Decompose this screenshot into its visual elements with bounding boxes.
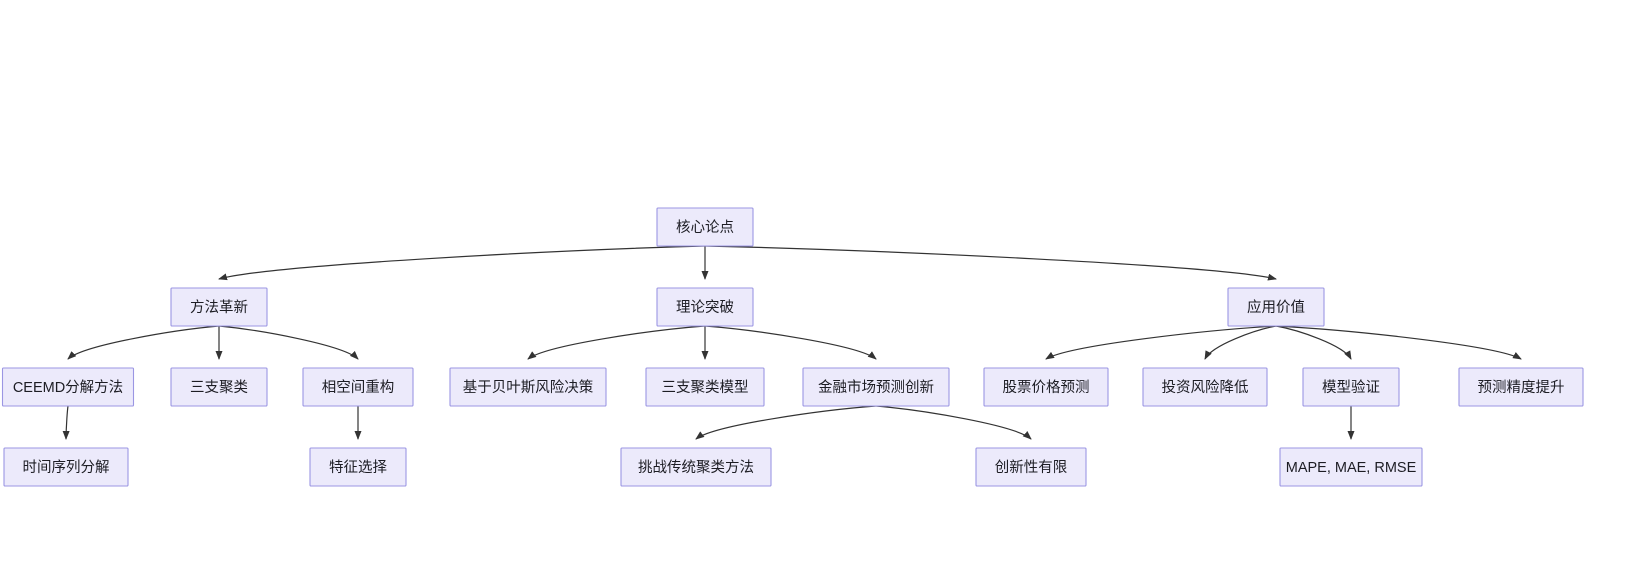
node-label: 特征选择 <box>329 459 387 476</box>
node-n2[interactable]: 理论突破 <box>656 287 754 327</box>
node-n5[interactable]: 三支聚类 <box>170 367 268 407</box>
node-n4[interactable]: CEEMD分解方法 <box>1 367 135 407</box>
node-label: 股票价格预测 <box>1003 379 1090 396</box>
edge-n3-to-n11 <box>1204 325 1277 360</box>
node-box[interactable] <box>170 287 268 327</box>
node-label: 创新性有限 <box>995 459 1068 476</box>
edge-n1-to-n6 <box>218 325 359 360</box>
node-n14[interactable]: 时间序列分解 <box>3 447 129 487</box>
node-box[interactable] <box>449 367 607 407</box>
node-box[interactable] <box>802 367 950 407</box>
node-n3[interactable]: 应用价值 <box>1227 287 1325 327</box>
node-box[interactable] <box>1302 367 1400 407</box>
edge-n3-to-n12 <box>1275 325 1352 360</box>
node-n12[interactable]: 模型验证 <box>1302 367 1400 407</box>
node-n18[interactable]: MAPE, MAE, RMSE <box>1279 447 1423 487</box>
edge-n4-to-n14 <box>62 405 70 440</box>
node-box[interactable] <box>1227 287 1325 327</box>
node-label: 核心论点 <box>676 219 734 236</box>
node-n7[interactable]: 基于贝叶斯风险决策 <box>449 367 607 407</box>
node-n0[interactable]: 核心论点 <box>656 207 754 247</box>
edge-layer <box>62 245 1522 440</box>
node-n17[interactable]: 创新性有限 <box>975 447 1087 487</box>
node-n1[interactable]: 方法革新 <box>170 287 268 327</box>
node-label: 方法革新 <box>190 299 248 316</box>
edge-n2-to-n9 <box>704 325 877 360</box>
node-n13[interactable]: 预测精度提升 <box>1458 367 1584 407</box>
node-box[interactable] <box>170 367 268 407</box>
node-n6[interactable]: 相空间重构 <box>302 367 414 407</box>
node-label: 模型验证 <box>1322 379 1380 396</box>
node-n8[interactable]: 三支聚类模型 <box>645 367 765 407</box>
node-box[interactable] <box>1142 367 1268 407</box>
edge-n3-to-n13 <box>1275 325 1522 360</box>
edge-n2-to-n7 <box>527 325 706 360</box>
node-box[interactable] <box>3 447 129 487</box>
node-box[interactable] <box>620 447 772 487</box>
node-n16[interactable]: 挑战传统聚类方法 <box>620 447 772 487</box>
node-label: 应用价值 <box>1247 298 1305 316</box>
node-label: 相空间重构 <box>322 379 395 396</box>
node-label: 挑战传统聚类方法 <box>638 459 754 476</box>
edge-n3-to-n10 <box>1045 325 1277 360</box>
node-label: 时间序列分解 <box>23 459 110 476</box>
edge-n9-to-n17 <box>875 405 1032 440</box>
node-label: CEEMD分解方法 <box>13 379 123 396</box>
edge-n1-to-n4 <box>67 325 220 360</box>
node-box[interactable] <box>975 447 1087 487</box>
node-n11[interactable]: 投资风险降低 <box>1142 367 1268 407</box>
edge-n9-to-n16 <box>695 405 877 440</box>
node-n9[interactable]: 金融市场预测创新 <box>802 367 950 407</box>
node-label: 预测精度提升 <box>1478 379 1565 396</box>
node-box[interactable] <box>656 287 754 327</box>
node-box[interactable] <box>309 447 407 487</box>
node-box[interactable] <box>983 367 1109 407</box>
edge-n0-to-n3 <box>704 245 1277 281</box>
node-box[interactable] <box>302 367 414 407</box>
node-label: 三支聚类 <box>190 379 248 396</box>
node-box[interactable] <box>656 207 754 247</box>
node-box[interactable] <box>1458 367 1584 407</box>
node-label: 投资风险降低 <box>1162 379 1249 396</box>
node-box[interactable] <box>645 367 765 407</box>
node-box[interactable] <box>1279 447 1423 487</box>
node-n15[interactable]: 特征选择 <box>309 447 407 487</box>
node-label: 理论突破 <box>676 299 734 316</box>
node-label: 基于贝叶斯风险决策 <box>463 379 594 396</box>
node-n10[interactable]: 股票价格预测 <box>983 367 1109 407</box>
node-label: 金融市场预测创新 <box>818 379 934 396</box>
node-label: MAPE, MAE, RMSE <box>1286 460 1417 476</box>
node-label: 三支聚类模型 <box>662 379 749 396</box>
edge-n0-to-n1 <box>218 245 706 281</box>
node-box[interactable] <box>1 367 135 407</box>
